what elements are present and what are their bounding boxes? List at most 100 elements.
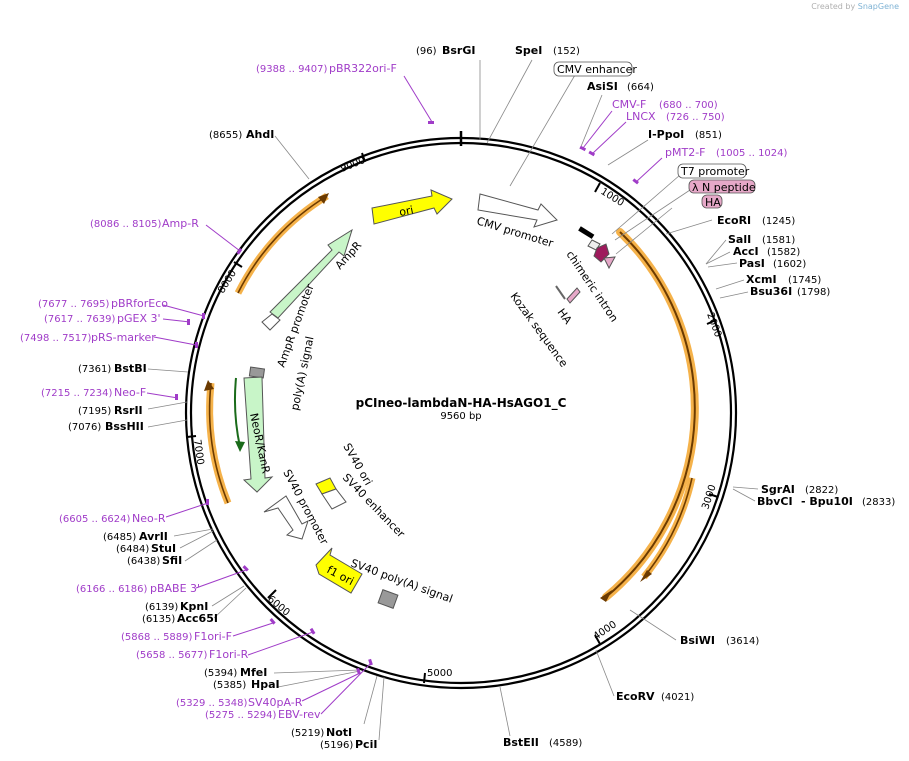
primer-range-pgex: (7617 .. 7639) xyxy=(44,314,116,325)
primer-line-pbrforeco xyxy=(162,304,205,317)
enzyme-name-stui: StuI xyxy=(151,542,176,555)
primer-mark-sv40pa xyxy=(356,667,361,675)
sv40-polya-mark xyxy=(377,589,399,609)
enzyme-pos-bsiwi: (3614) xyxy=(726,636,759,647)
primer-line-cmv-f xyxy=(582,110,613,149)
primer-marks xyxy=(175,121,639,675)
sv40-enhancer-mark xyxy=(321,488,347,510)
t7-promoter-box xyxy=(677,163,747,179)
enzyme-pos-xcmi: (1745) xyxy=(788,275,821,286)
leader-lines xyxy=(147,59,759,741)
leader-bsu36i xyxy=(719,291,749,299)
tick-1000-mark xyxy=(594,182,601,193)
leader-bsteii xyxy=(499,686,511,737)
leader-spei xyxy=(486,59,533,144)
enzyme-name-bsteii: BstEII xyxy=(503,736,539,749)
leader-ecorv xyxy=(595,649,615,697)
enzyme-name-bsu36i: Bsu36I xyxy=(750,285,792,298)
primer-mark-cmv-f xyxy=(579,145,587,152)
credit-brand: SnapGene xyxy=(857,2,899,11)
primer-range-pbrforeco: (7677 .. 7695) xyxy=(38,299,110,310)
primer-mark-f1ori-f xyxy=(269,618,276,625)
enzyme-pos-avrii: (6485) xyxy=(103,532,136,543)
enzyme-pos-mfei: (5394) xyxy=(204,668,237,679)
ha-tag-mark xyxy=(603,256,616,270)
primer-line-f1ori-f xyxy=(232,622,274,637)
polya-signal-mark xyxy=(248,366,266,379)
enzyme-name-bsrgi: BsrGI xyxy=(442,44,475,57)
primer-range-ebv: (5275 .. 5294) xyxy=(205,710,277,721)
enzyme-pos-pasi: (1602) xyxy=(773,259,806,270)
enzyme-name-spei: SpeI xyxy=(515,44,542,57)
primer-range-f1ori-r: (5658 .. 5677) xyxy=(136,650,208,661)
tick-7000-label: 7000 xyxy=(191,439,205,466)
primer-name-pbabe: pBABE 3' xyxy=(150,582,200,595)
neor-orf-arc xyxy=(204,377,245,505)
enzyme-name-ecorv: EcoRV xyxy=(616,690,655,703)
tick-9000-mark xyxy=(361,152,366,163)
sv40-polya-label: SV40 poly(A) signal xyxy=(349,557,454,606)
enzyme-name-i-ppoi: I-PpoI xyxy=(648,128,684,141)
leader-hpai xyxy=(277,670,361,688)
primer-range-sv40pa: (5329 .. 5348) xyxy=(176,698,248,709)
leader-bsiwi xyxy=(629,609,677,641)
enzyme-pos-bsteii: (4589) xyxy=(549,738,582,749)
primer-range-pbr322: (9388 .. 9407) xyxy=(256,64,328,75)
neor-inner-line xyxy=(233,377,241,448)
primer-range-pmt2: (1005 .. 1024) xyxy=(716,148,788,159)
leader-acci xyxy=(705,251,731,265)
kozak-mark xyxy=(555,285,566,300)
primer-labels: (9388 .. 9407) pBR322ori-F CMV-F (680 ..… xyxy=(20,62,788,721)
primer-mark-f1ori-r xyxy=(309,627,316,635)
primer-mark-lncx xyxy=(588,150,596,157)
primer-name-cmv-f: CMV-F xyxy=(612,98,646,111)
leader-rsrii xyxy=(147,401,188,410)
ha-small-mark xyxy=(566,287,581,304)
leader-bstbi xyxy=(147,368,189,373)
primer-range-cmv-f: (680 .. 700) xyxy=(659,100,718,111)
enzyme-name-rsrii: RsrII xyxy=(114,404,143,417)
primer-range-prs: (7498 .. 7517) xyxy=(20,333,92,344)
primer-mark-pbabe xyxy=(242,565,249,572)
leader-t7 xyxy=(611,174,681,235)
enzyme-pos-i-ppoi: (851) xyxy=(695,130,722,141)
credit-prefix: Created by xyxy=(811,2,856,11)
boxed-labels: CMV enhancer T7 promoter λ N peptide HA xyxy=(553,61,756,209)
ampr-arc-arrowhead xyxy=(318,193,329,204)
tick-5000-label: 5000 xyxy=(427,668,452,679)
leader-asisi xyxy=(579,94,603,150)
backbone xyxy=(184,131,738,690)
leader-stui xyxy=(179,530,214,549)
enzyme-name-sali: SalI xyxy=(728,233,751,246)
enzyme-pos-hpai: (5385) xyxy=(213,680,246,691)
primer-mark-pgex xyxy=(187,319,190,325)
primer-name-neo-f: Neo-F xyxy=(114,386,146,399)
enzyme-pos-sgrai: (2822) xyxy=(805,485,838,496)
primer-name-neo-r: Neo-R xyxy=(132,512,166,525)
primer-name-amp-r: Amp-R xyxy=(162,217,199,230)
enzyme-name-mfei: MfeI xyxy=(240,666,267,679)
tick-9000-label: 9000 xyxy=(339,155,367,175)
primer-name-pbrforeco: pBRforEco xyxy=(111,297,168,310)
chimeric-intron-bar xyxy=(578,226,595,239)
enzyme-pos-acci: (1582) xyxy=(767,247,800,258)
enzyme-pos-stui: (6484) xyxy=(116,544,149,555)
enzyme-name-bsiwi: BsiWI xyxy=(680,634,715,647)
neor-arc-line xyxy=(208,382,229,504)
ori-label: ori xyxy=(398,203,415,218)
leader-i-ppoi xyxy=(607,139,649,166)
enzyme-pos-rsrii: (7195) xyxy=(78,406,111,417)
primer-name-ebv: EBV-rev xyxy=(278,708,321,721)
enzyme-pos-asisi: (664) xyxy=(627,82,654,93)
primer-name-sv40pa: SV40pA-R xyxy=(248,696,303,709)
leader-sfii xyxy=(184,539,218,562)
plasmid-name: pCIneo-lambdaN-HA-HsAGO1_C xyxy=(356,396,567,411)
primer-mark-amp-r xyxy=(236,247,243,255)
primer-mark-pmt2 xyxy=(632,178,639,185)
primer-leader-lines xyxy=(146,75,663,715)
enzyme-name-kpni: KpnI xyxy=(180,600,208,613)
primer-range-amp-r: (8086 .. 8105) xyxy=(90,219,162,230)
enzyme-name-xcmi: XcmI xyxy=(746,273,777,286)
primer-mark-prs xyxy=(195,342,198,348)
primer-line-pbr322 xyxy=(403,75,433,123)
